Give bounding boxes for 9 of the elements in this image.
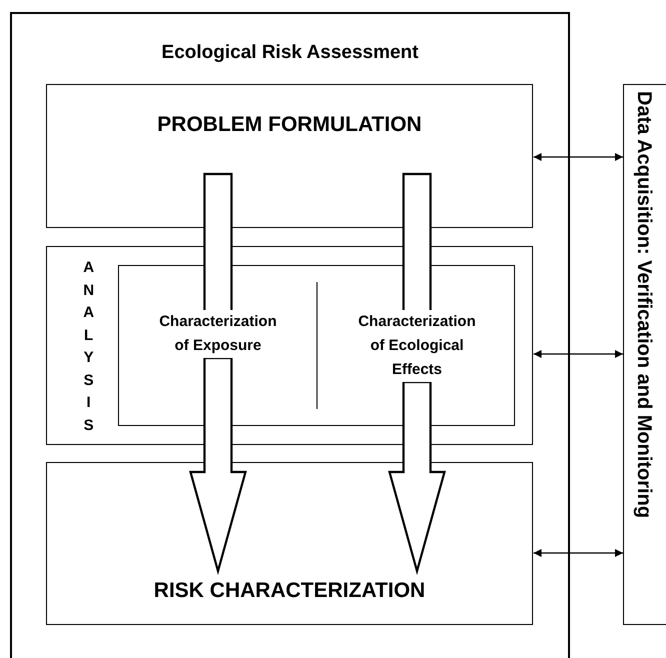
double-arrow [534,153,623,161]
block-arrow [388,380,446,576]
box-heading: Ecological Risk Assessment [162,42,418,64]
block-arrow [203,172,233,312]
block-arrow [402,172,432,312]
block-arrow [189,356,247,576]
double-arrow [534,350,623,358]
double-arrow [534,549,623,557]
band-label: Data Acquisition: Verification and Monitoring [632,91,656,518]
